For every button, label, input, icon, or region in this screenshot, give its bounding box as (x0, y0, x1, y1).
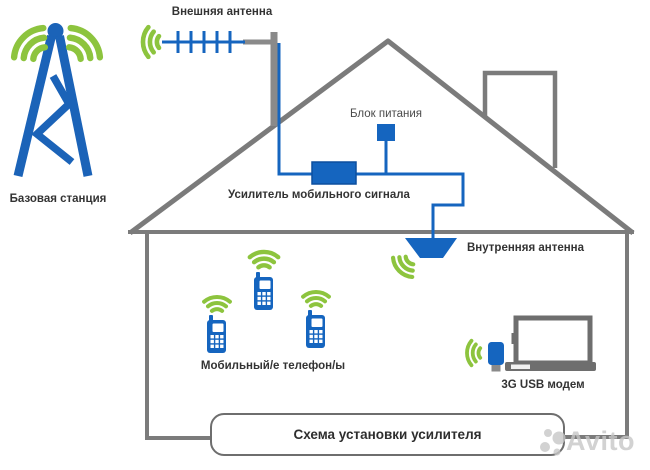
amplifier-label: Усилитель мобильного сигнала (228, 189, 410, 201)
phones-label: Мобильный/е телефон/ы (200, 360, 346, 372)
laptop-icon (505, 315, 596, 371)
house-outline (128, 38, 635, 440)
power-supply-icon (377, 124, 395, 141)
mobile-phone-icon (306, 310, 325, 348)
scheme-title: Схема установки усилителя (293, 427, 482, 442)
external-antenna-signal-waves-icon (143, 27, 159, 57)
external-antenna-label: Внешняя антенна (171, 6, 273, 18)
phone-signal-waves-icon (250, 252, 278, 267)
cell-tower-icon (13, 23, 93, 178)
yagi-antenna-icon (162, 31, 245, 53)
amplifier-box-icon (311, 161, 357, 185)
chimney (482, 70, 558, 168)
scheme-title-box: Схема установки усилителя (210, 413, 565, 456)
mobile-phone-icon (207, 315, 226, 353)
phone-signal-waves-icon (301, 289, 331, 308)
base-station-label: Базовая станция (9, 193, 107, 205)
internal-antenna-label: Внутренняя антенна (467, 242, 585, 254)
phone-signal-waves-icon (202, 294, 232, 313)
coax-cable-line (277, 43, 465, 240)
usb-modem-icon (488, 342, 504, 372)
mobile-phone-icon (254, 272, 273, 310)
internal-antenna-signal-waves-icon (390, 251, 419, 280)
modem-signal-waves-icon (465, 338, 483, 368)
power-supply-label: Блок питания (349, 108, 423, 120)
usb-modem-label: 3G USB модем (501, 379, 585, 391)
internal-antenna-icon (405, 238, 457, 258)
